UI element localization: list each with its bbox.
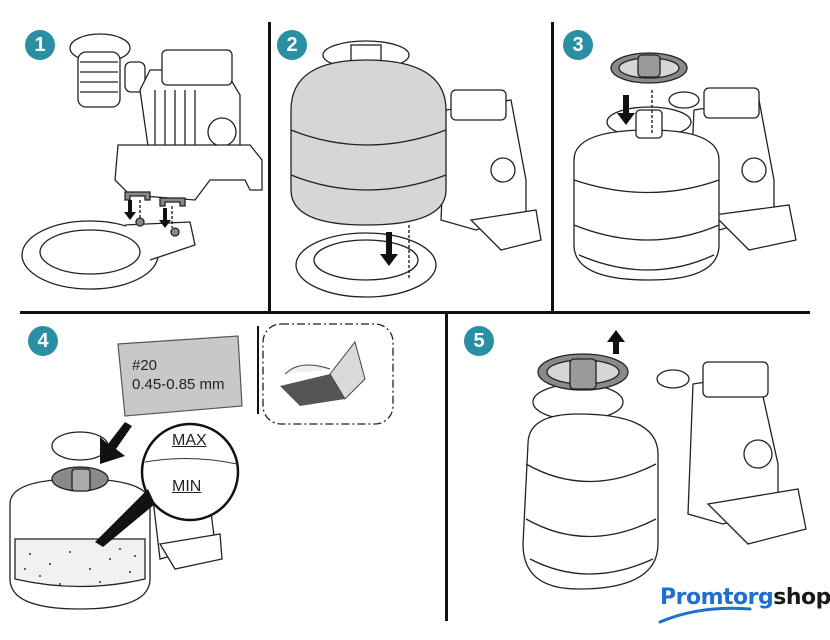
- tank-placement-illustration: [290, 40, 542, 298]
- step-3-panel: 3: [554, 0, 830, 311]
- level-min-label: MIN: [172, 478, 202, 495]
- step-5-panel: 5: [448, 314, 830, 640]
- step-badge-2: 2: [277, 30, 307, 60]
- divider-vertical-3: [445, 311, 448, 621]
- sand-size: 0.45-0.85 mm: [132, 376, 225, 393]
- gasket-install-illustration: [573, 52, 797, 281]
- level-max-label: MAX: [172, 432, 207, 449]
- step-4-panel: #20 0.45-0.85 mm MAX MIN 4: [0, 314, 445, 640]
- step-2-panel: 2: [271, 0, 551, 311]
- sand-bag-label: #20 0.45-0.85 mm: [132, 356, 225, 394]
- promtorgshop-logo: Promtorgshop: [660, 585, 830, 610]
- divider-vertical-2: [551, 22, 554, 312]
- step-badge-3: 3: [563, 30, 593, 60]
- step-1-panel: 1: [0, 0, 268, 311]
- pump-mount-illustration: [21, 33, 263, 290]
- sand-fill-illustration: [9, 323, 394, 610]
- sand-grade: #20: [132, 357, 158, 374]
- step-badge-5: 5: [464, 326, 494, 356]
- divider-horizontal: [20, 311, 810, 314]
- step-badge-4: 4: [28, 326, 58, 356]
- logo-part-shop: shop: [773, 585, 830, 610]
- step-badge-1: 1: [25, 30, 55, 60]
- gasket-removal-illustration: [522, 330, 807, 590]
- logo-part-promtorg: Promtorg: [660, 585, 774, 610]
- divider-vertical-1: [268, 22, 271, 312]
